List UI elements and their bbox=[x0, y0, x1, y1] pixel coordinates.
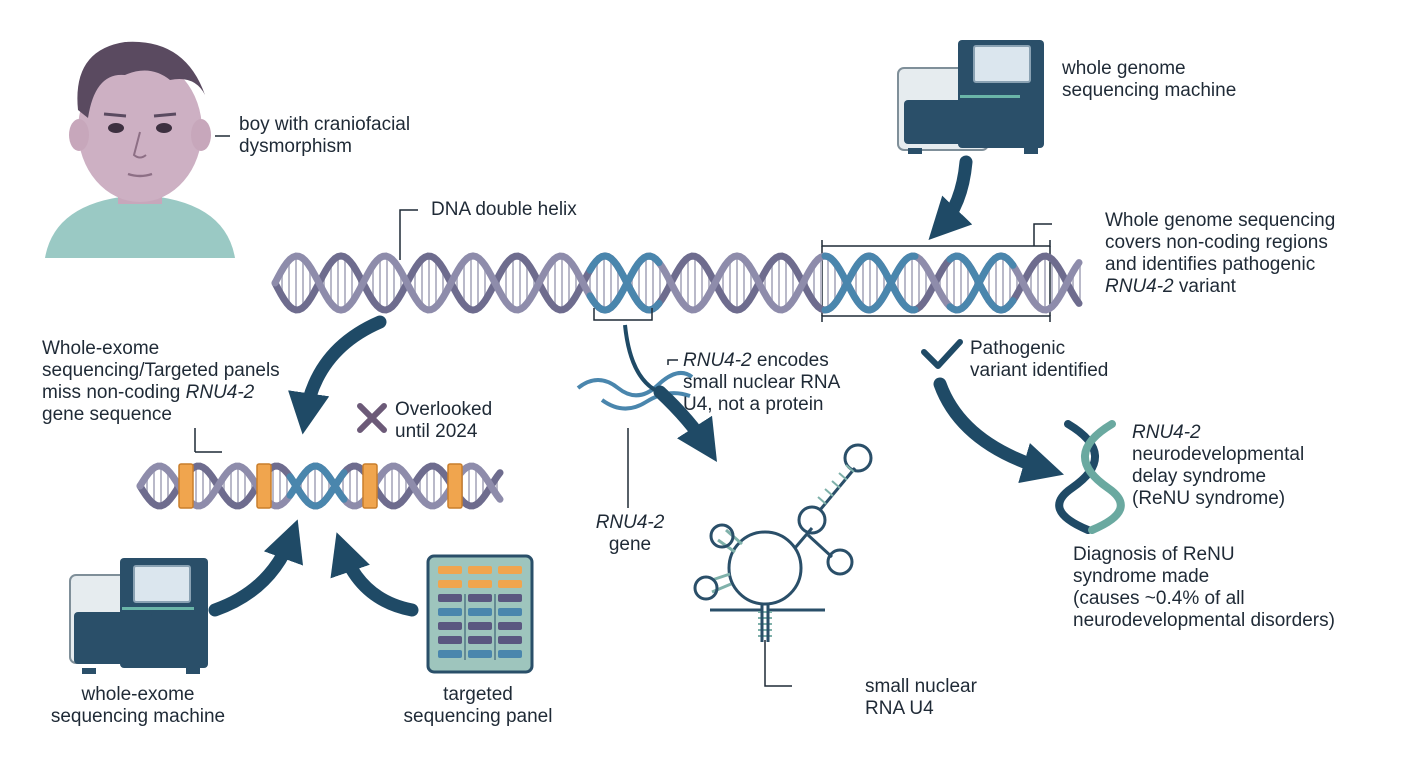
wes-machine-icon bbox=[69, 558, 208, 674]
helix-leader-line bbox=[399, 209, 418, 260]
diagnosis-label: Diagnosis of ReNU syndrome made (causes … bbox=[1073, 544, 1335, 631]
gene-label: RNU4-2 gene bbox=[595, 512, 665, 555]
syndrome-arrow bbox=[933, 377, 1064, 483]
wgs-machine-icon bbox=[897, 40, 1044, 154]
boy-label: boy with craniofacial dysmorphism bbox=[239, 114, 411, 157]
wgs-region-bracket bbox=[821, 223, 1052, 322]
gene-region-bracket bbox=[593, 308, 653, 321]
syndrome-label: RNU4-2 neurodevelopmental delay syndrome… bbox=[1132, 422, 1305, 509]
wes-leader-line bbox=[194, 428, 222, 453]
x-mark-icon bbox=[357, 403, 387, 433]
dna-icon bbox=[1055, 420, 1125, 534]
rna-strand bbox=[576, 370, 694, 398]
wgs-arrow bbox=[928, 155, 973, 241]
encodes-label: RNU4-2 encodes small nuclear RNA U4, not… bbox=[683, 350, 841, 415]
pathogenic-label: Pathogenic variant identified bbox=[970, 338, 1109, 381]
gene-to-rna-line bbox=[623, 324, 657, 392]
wgs-machine-label: whole genome sequencing machine bbox=[1062, 58, 1237, 101]
check-mark-icon bbox=[921, 339, 963, 369]
panel-arrow bbox=[330, 532, 419, 617]
overlooked-label: Overlooked until 2024 bbox=[395, 399, 493, 442]
wes-miss-label: Whole-exome sequencing/Targeted panels m… bbox=[42, 338, 280, 425]
miss-arrow bbox=[288, 315, 387, 435]
snrna-label: small nuclear RNA U4 bbox=[865, 676, 977, 719]
main-dna-helix bbox=[271, 252, 1083, 314]
wgs-covers-label: Whole genome sequencing covers non-codin… bbox=[1105, 210, 1336, 297]
dna-helix-label: DNA double helix bbox=[431, 199, 577, 220]
rna-hairpin-structure bbox=[693, 443, 873, 612]
boy-illustration bbox=[45, 41, 235, 258]
wes-machine-label: whole-exome sequencing machine bbox=[50, 684, 226, 727]
wes-machine-arrow bbox=[208, 519, 304, 617]
panel-label: targeted sequencing panel bbox=[403, 684, 553, 727]
wes-dna-helix bbox=[136, 462, 504, 510]
rna-arrow bbox=[653, 385, 718, 462]
sequencing-panel-icon bbox=[426, 554, 534, 674]
snrna-leader-line bbox=[764, 640, 792, 687]
